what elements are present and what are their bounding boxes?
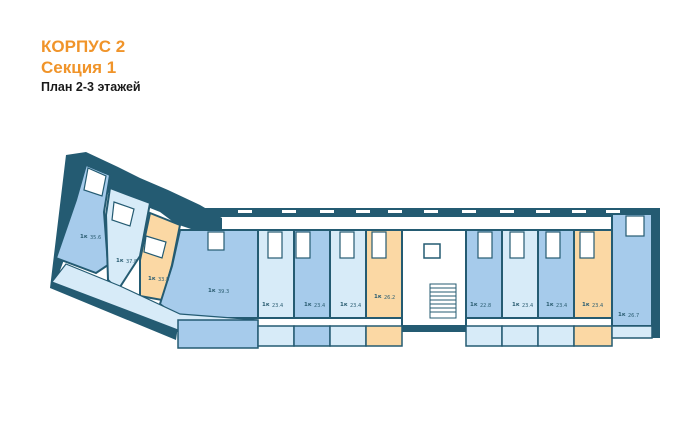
bath-a1 xyxy=(83,167,107,197)
apartment-type-label: 1к xyxy=(618,312,626,318)
bathrooms xyxy=(267,215,645,259)
apartment-area-label: 23.4 xyxy=(592,303,603,309)
apartment-area-label: 33.8 xyxy=(158,277,169,283)
apartment-type-label: 1к xyxy=(116,258,124,264)
apartment-type-label: 1к xyxy=(374,294,382,300)
apartment-area-label: 23.4 xyxy=(272,303,283,309)
apartment-area-label: 26.7 xyxy=(628,313,639,319)
balcony-a4 xyxy=(177,319,259,349)
balconies xyxy=(257,325,653,347)
apartment-type-label: 1к xyxy=(80,234,88,240)
apartment-type-label: 1к xyxy=(546,302,554,308)
apartment-type-label: 1к xyxy=(340,302,348,308)
apartment-type-label: 1к xyxy=(208,288,216,294)
apartment-area-label: 26.2 xyxy=(384,295,395,301)
windows xyxy=(238,210,620,213)
bath-a2 xyxy=(111,201,135,227)
apartment-area-label: 37.8 xyxy=(126,259,137,265)
bath-a3 xyxy=(143,235,167,259)
floors-subtitle: План 2-3 этажей xyxy=(41,80,141,94)
straight-wing xyxy=(257,213,653,327)
apartment-area-label: 23.4 xyxy=(314,303,325,309)
staircase xyxy=(423,243,457,319)
apartment-area-label: 23.4 xyxy=(522,303,533,309)
bath-a4 xyxy=(207,231,225,251)
apartment-type-label: 1к xyxy=(262,302,270,308)
apartment-type-label: 1к xyxy=(470,302,478,308)
apartment-type-label: 1к xyxy=(304,302,312,308)
left-wing xyxy=(51,163,259,349)
section-title: Секция 1 xyxy=(41,58,117,77)
apartment-type-label: 1к xyxy=(148,276,156,282)
apartment-area-label: 39.3 xyxy=(218,289,229,295)
apartment-area-label: 35.6 xyxy=(90,235,101,241)
plan-header: КОРПУС 2 Секция 1 План 2-3 этажей xyxy=(41,36,141,96)
apartment-type-label: 1к xyxy=(512,302,520,308)
apartment-area-label: 23.4 xyxy=(556,303,567,309)
building-title: КОРПУС 2 xyxy=(41,37,126,56)
apartment-area-label: 23.4 xyxy=(350,303,361,309)
apartment-area-label: 22.8 xyxy=(480,303,491,309)
apartment-type-label: 1к xyxy=(582,302,590,308)
